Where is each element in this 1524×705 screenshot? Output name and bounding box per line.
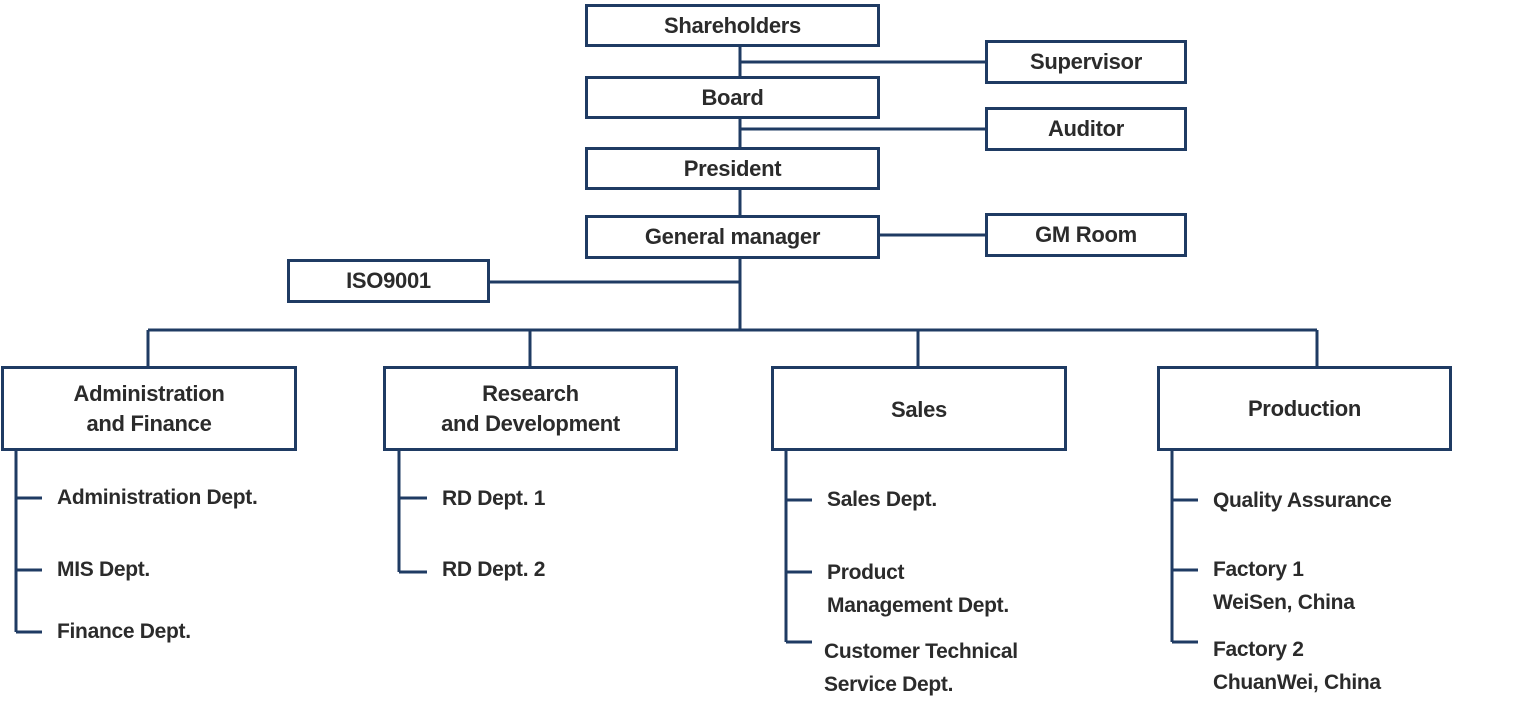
node-division-sales: Sales xyxy=(771,366,1067,451)
node-auditor: Auditor xyxy=(985,107,1187,151)
dept-factory-2: Factory 2 ChuanWei, China xyxy=(1213,638,1381,694)
node-general-manager: General manager xyxy=(585,215,880,259)
dept-customer-technical-service: Customer Technical Service Dept. xyxy=(824,640,1018,696)
dept-product-management: Product Management Dept. xyxy=(827,561,1009,617)
node-shareholders: Shareholders xyxy=(585,4,880,47)
node-division-research-development: Research and Development xyxy=(383,366,678,451)
dept-rd-2: RD Dept. 2 xyxy=(442,558,546,581)
node-supervisor: Supervisor xyxy=(985,40,1187,84)
dept-quality-assurance: Quality Assurance xyxy=(1213,489,1392,512)
node-iso9001: ISO9001 xyxy=(287,259,490,303)
dept-mis: MIS Dept. xyxy=(57,558,150,581)
dept-factory-1: Factory 1 WeiSen, China xyxy=(1213,558,1355,614)
dept-administration: Administration Dept. xyxy=(57,486,258,509)
node-president: President xyxy=(585,147,880,190)
dept-rd-1: RD Dept. 1 xyxy=(442,487,546,510)
dept-sales: Sales Dept. xyxy=(827,488,937,511)
dept-finance: Finance Dept. xyxy=(57,620,191,643)
node-board: Board xyxy=(585,76,880,119)
node-division-production: Production xyxy=(1157,366,1452,451)
node-division-administration-finance: Administration and Finance xyxy=(1,366,297,451)
node-gm-room: GM Room xyxy=(985,213,1187,257)
